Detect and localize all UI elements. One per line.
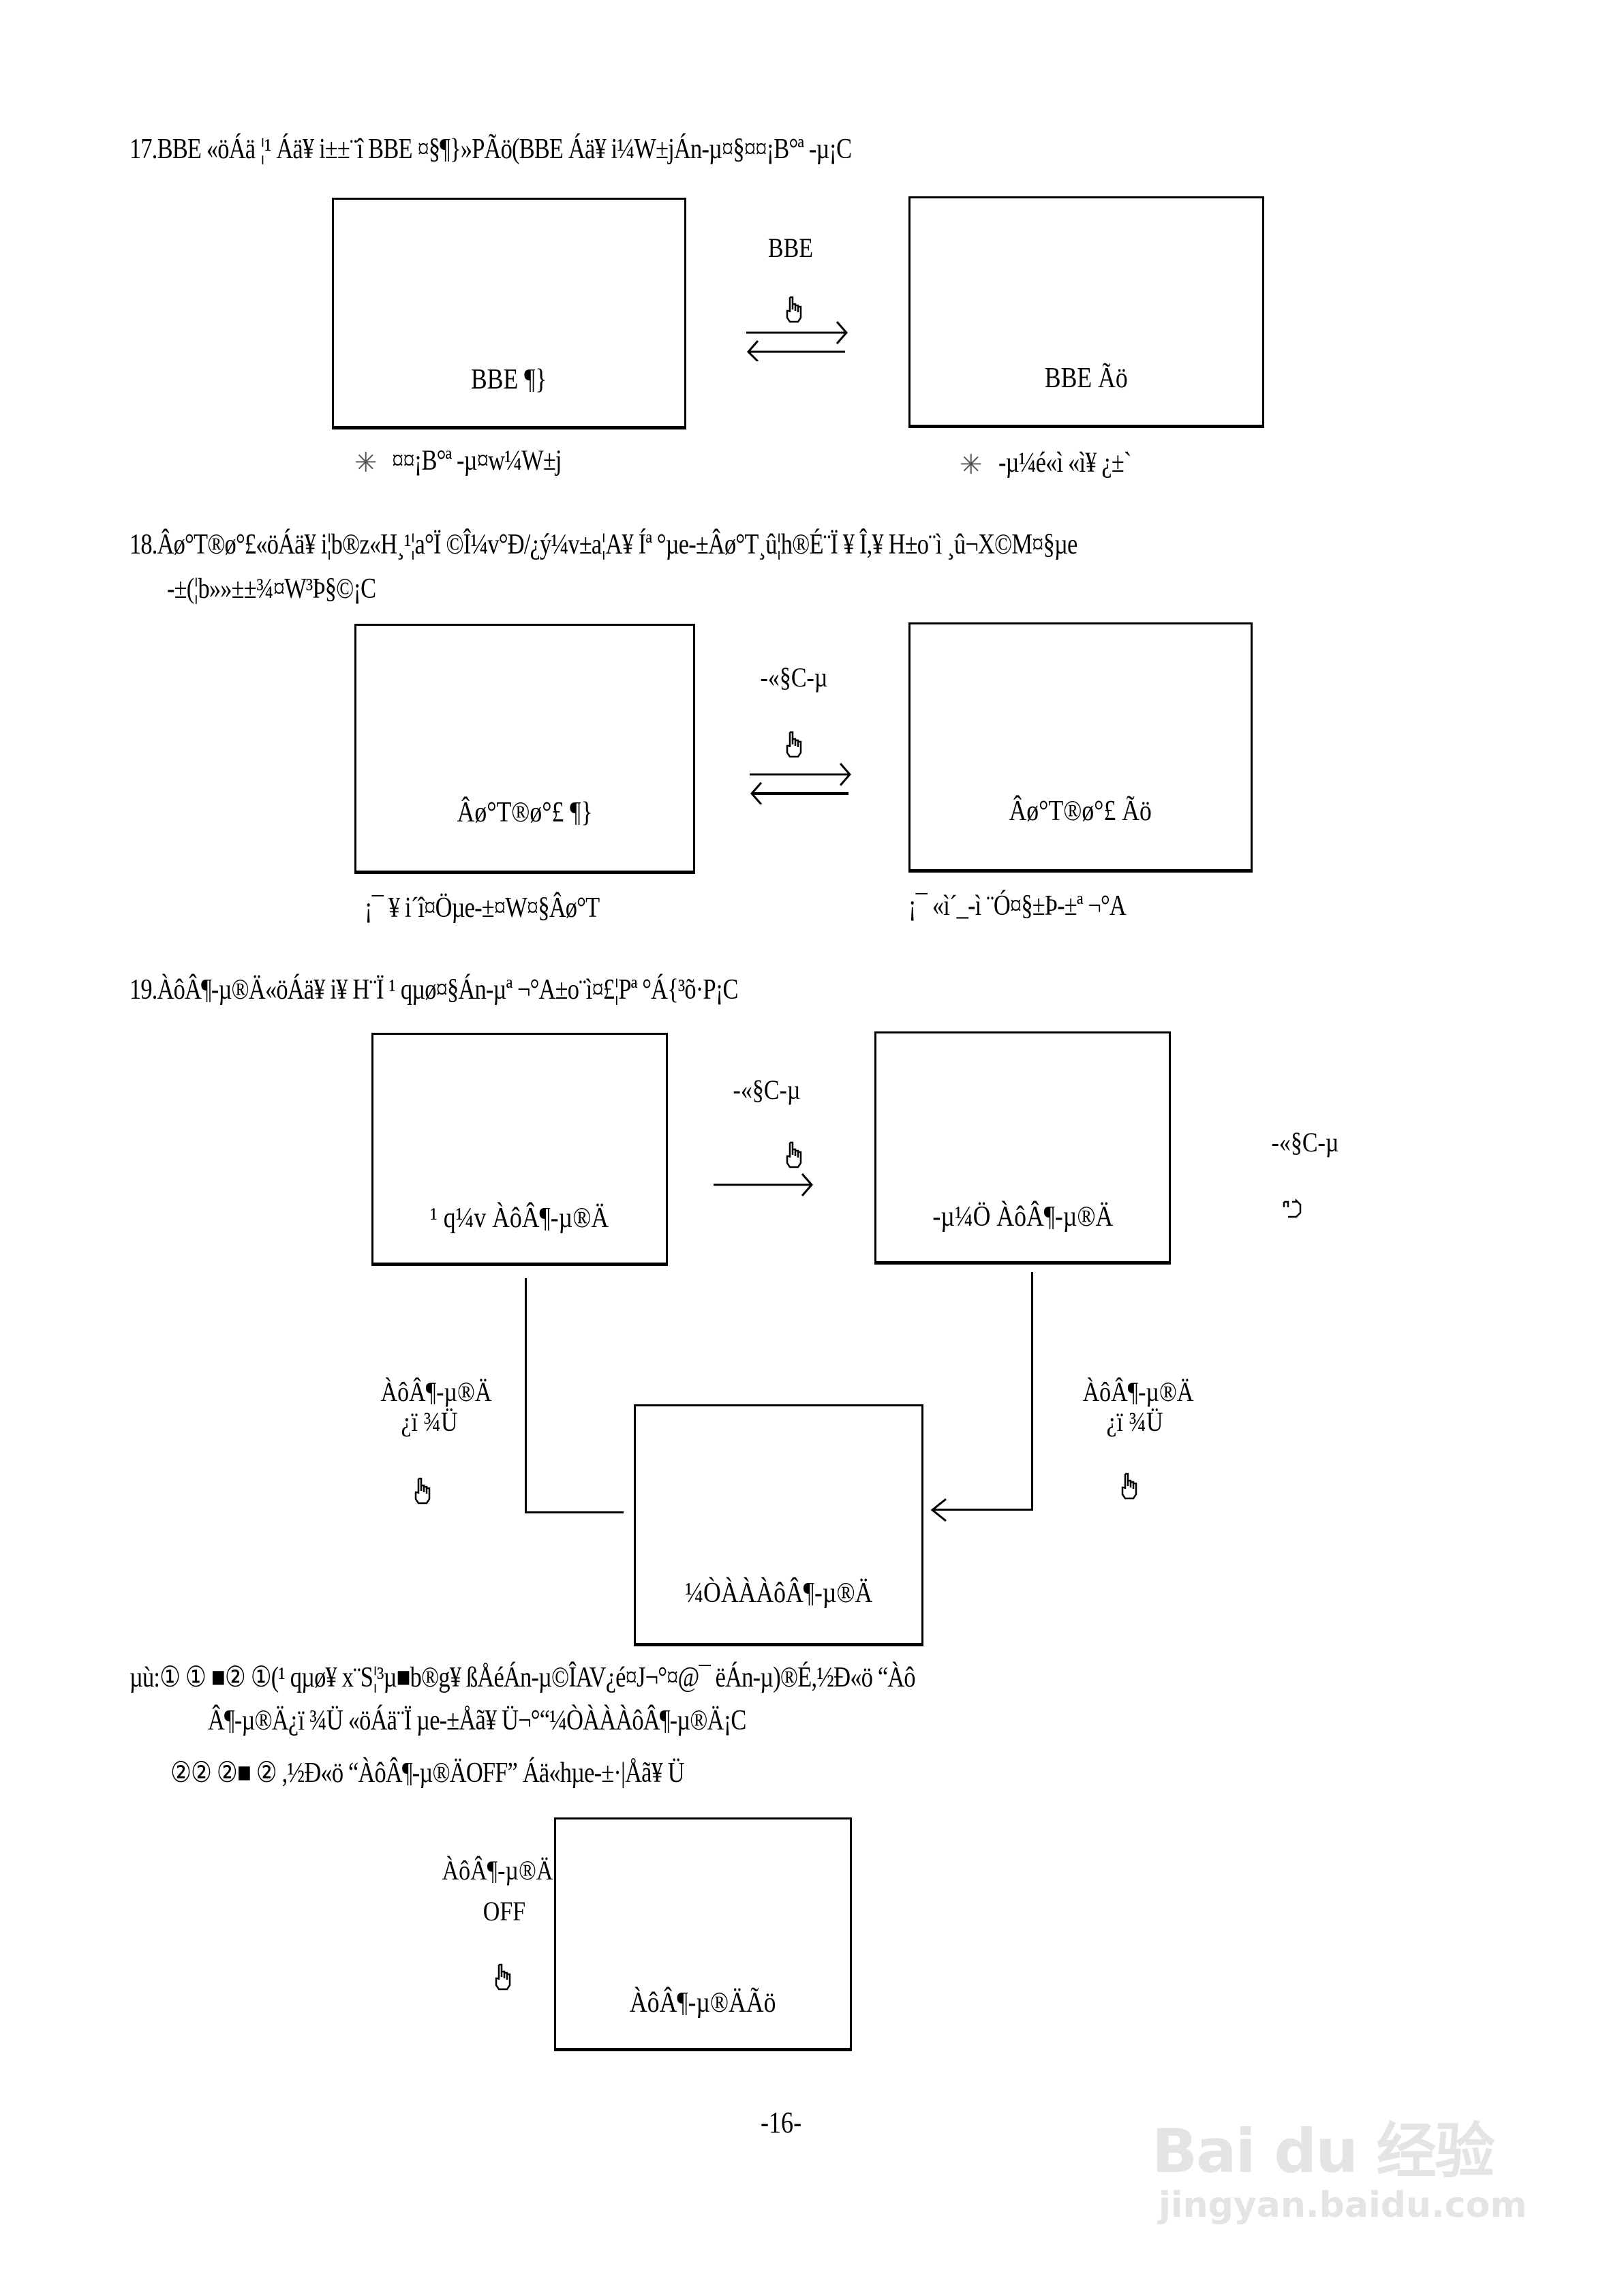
section-19-heading: 19.ÀôÂ¶-µ®Ä«öÁä¥ i¥ H¨Ï ¹ qµø¤§Án-µª ¬°A… [129, 974, 738, 1006]
noise-reduction-on-label: Âø°T®ø°£ ¶} [457, 797, 593, 828]
connector-line-left-vertical [525, 1278, 527, 1513]
pointing-hand-icon [786, 731, 802, 758]
music-surround-label: -µ¼Ö ÀôÂ¶-µ®Ä [932, 1201, 1113, 1233]
left-arrow-head-icon [930, 1498, 947, 1522]
surround-off-label-1: ÀôÂ¶-µ®Ä [442, 1855, 553, 1886]
pointing-hand-icon [414, 1477, 431, 1505]
bbe-on-note: ¤¤¡B°ª -µ¤w¼W±j [392, 445, 562, 477]
cinema-surround-box: ¹ q¼v ÀôÂ¶-µ®Ä [371, 1033, 668, 1266]
bbe-on-label: BBE ¶} [471, 364, 547, 395]
left-select-label-2: ¿ï ¾Ü [401, 1406, 458, 1437]
music-surround-box: -µ¼Ö ÀôÂ¶-µ®Ä [874, 1031, 1171, 1265]
page-number: -16- [761, 2106, 802, 2139]
noise-toggle-label: -«§C-µ [760, 662, 828, 693]
section-17-heading: 17.BBE «öÁä ¦¹ Áä¥ i±±¨î BBE ¤§¶}»PÃö(BB… [129, 134, 852, 165]
bbe-off-box: BBE Ãö [908, 196, 1264, 428]
cinema-surround-label: ¹ q¼v ÀôÂ¶-µ®Ä [430, 1203, 609, 1234]
pointing-hand-icon [786, 1141, 802, 1168]
bbe-on-box: BBE ¶} [332, 198, 686, 429]
connector-line-left-horizontal [525, 1511, 624, 1513]
baidu-watermark-logo: Bai du 经验 [1152, 2116, 1495, 2186]
pointing-hand-icon [1121, 1472, 1137, 1500]
bbe-off-label: BBE Ãö [1044, 363, 1128, 394]
noise-reduction-on-box: Âø°T®ø°£ ¶} [354, 624, 695, 874]
bbe-toggle-label: BBE [767, 232, 814, 263]
noise-off-note: ¡¯ «ì´_-ì ¨Ó¤§±Þ-±ª ¬°A [908, 890, 1127, 922]
asterisk-icon: ✳ [960, 449, 983, 480]
surround-off-label-2: OFF [483, 1896, 526, 1927]
section-18-heading-line2: -±(¦b»»±±¾¤W³Þ§©¡C [167, 573, 376, 605]
noise-reduction-off-box: Âø°T®ø°£ Ãö [908, 622, 1253, 873]
bidirectional-arrow-icon [746, 321, 848, 361]
top-arrow-label: -«§C-µ [733, 1074, 801, 1105]
connector-line-right-vertical [1031, 1272, 1033, 1511]
right-side-label: -«§C-µ [1271, 1127, 1339, 1158]
note-line-1: µù:① ① ■② ①(¹ qµø¥ x¨S¦³µ■b®g¥ ßÅéÁn-µ©Î… [129, 1662, 916, 1693]
surround-off-box-label: ÀôÂ¶-µ®ÄÃö [630, 1987, 776, 2019]
note-line-3: ②② ②■ ② ,½Ð«ö “ÀôÂ¶-µ®ÄOFF” Áä«hµe-±·|Åã… [170, 1757, 685, 1789]
bbe-off-note: -µ¼é«ì «ì¥ ¿±` [998, 447, 1131, 479]
right-arrow-icon [714, 1173, 813, 1196]
bidirectional-arrow-icon [750, 763, 851, 804]
right-select-label-2: ¿ï ¾Ü [1106, 1406, 1163, 1437]
pointing-hand-icon [495, 1963, 511, 1991]
simulated-surround-box: ¼ÒÀÀÀôÂ¶-µ®Ä [634, 1404, 923, 1646]
surround-off-box: ÀôÂ¶-µ®ÄÃö [554, 1817, 852, 2051]
asterisk-icon: ✳ [354, 447, 378, 478]
note-line-2: Â¶-µ®Ä¿ï ¾Ü «öÁä¨Ï µe-±Åã¥ Ü¬°“¼ÒÀÀÀôÂ¶-… [208, 1705, 746, 1736]
noise-reduction-off-label: Âø°T®ø°£ Ãö [1009, 796, 1152, 827]
right-select-label-1: ÀôÂ¶-µ®Ä [1082, 1376, 1194, 1407]
left-select-label-1: ÀôÂ¶-µ®Ä [380, 1376, 492, 1407]
simulated-surround-label: ¼ÒÀÀÀôÂ¶-µ®Ä [684, 1577, 873, 1609]
connector-line-right-horizontal [934, 1509, 1033, 1511]
pointing-hand-icon [786, 296, 802, 323]
pointing-hand-icon [1283, 1198, 1302, 1218]
noise-on-note: ¡¯ ¥ i´î¤Öµe-±¤W¤§Âø°T [365, 892, 600, 924]
section-18-heading-line1: 18.Âø°T®ø°£«öÁä¥ i¦b®z«H¸¹¦a°Ï ©Î¼v°Ð/¿ý… [129, 529, 1077, 560]
baidu-watermark-url: jingyan.baidu.com [1159, 2185, 1527, 2226]
